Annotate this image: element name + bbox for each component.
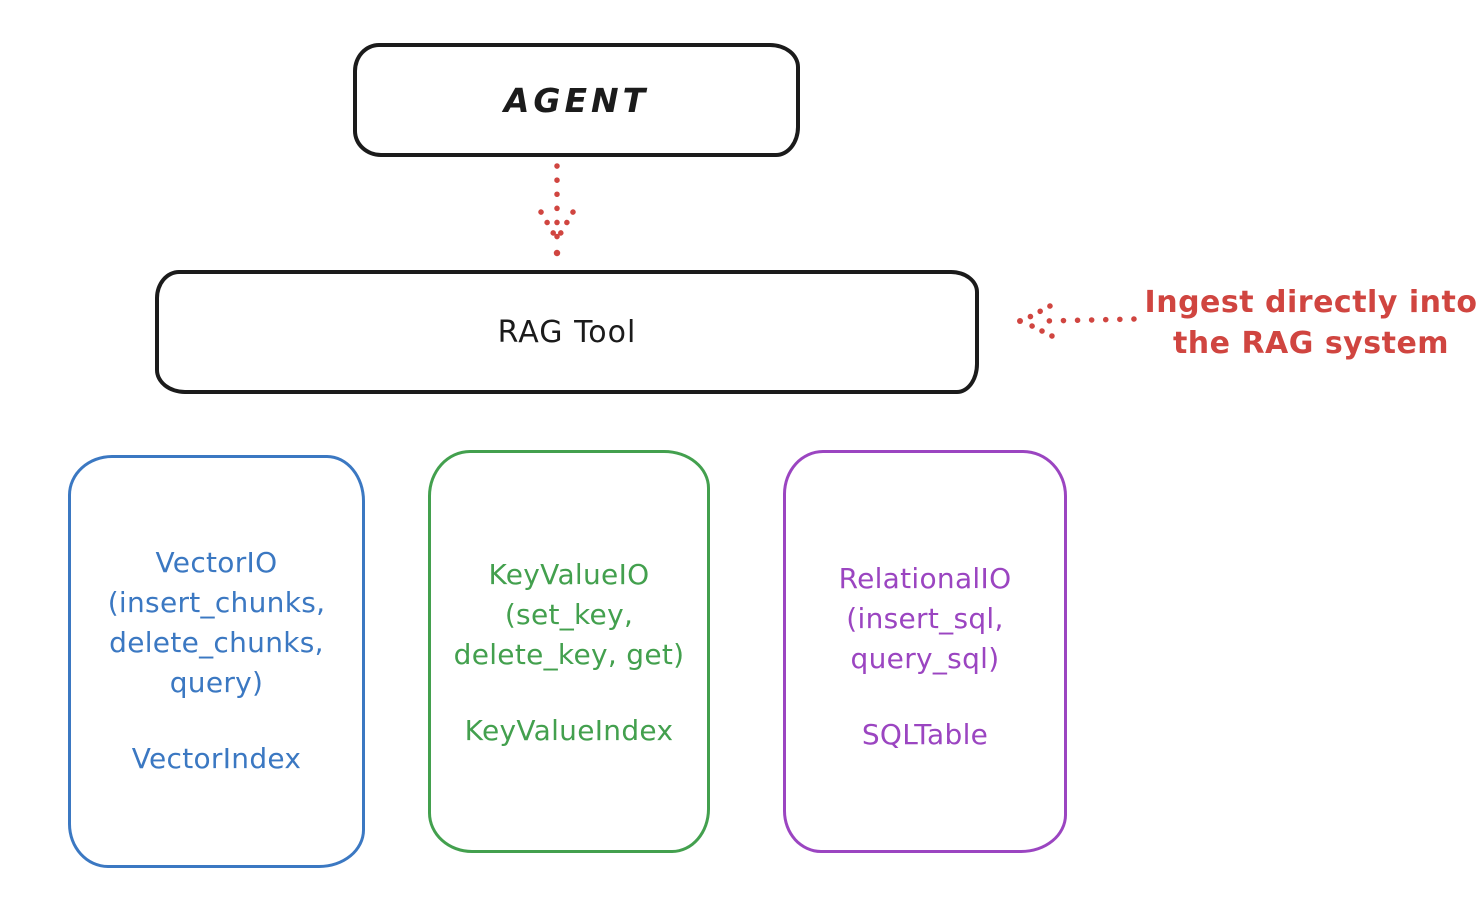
- vector-io-title-line: query): [169, 666, 264, 699]
- relational-io-card: RelationalIO (insert_sql, query_sql) SQL…: [783, 450, 1067, 853]
- ingest-annotation-line2: the RAG system: [1172, 326, 1450, 361]
- vector-io-footer: VectorIndex: [131, 742, 302, 775]
- rag-tool-label: RAG Tool: [497, 314, 637, 350]
- dotted-arrow-down-icon: [538, 163, 576, 257]
- relational-io-title-line: RelationalIO: [838, 562, 1012, 595]
- agent-label: AGENT: [503, 80, 650, 120]
- ingest-dotted-arrow-left-icon: [1017, 303, 1137, 339]
- keyvalue-io-footer: KeyValueIndex: [464, 714, 674, 747]
- vector-io-title-line: VectorIO: [155, 546, 278, 579]
- vector-io-title-line: delete_chunks,: [109, 626, 324, 659]
- ingest-annotation: Ingest directly into the RAG system: [1138, 282, 1484, 364]
- keyvalue-io-title-line: delete_key, get): [453, 638, 685, 671]
- agent-node: AGENT: [353, 43, 800, 157]
- keyvalue-io-card: KeyValueIO (set_key, delete_key, get) Ke…: [428, 450, 710, 853]
- keyvalue-io-title-line: KeyValueIO: [488, 558, 650, 591]
- keyvalue-io-title-line: (set_key,: [504, 598, 634, 631]
- relational-io-title-line: (insert_sql,: [846, 602, 1004, 635]
- relational-io-footer: SQLTable: [861, 718, 989, 751]
- vector-io-card: VectorIO (insert_chunks, delete_chunks, …: [68, 455, 365, 868]
- relational-io-title-line: query_sql): [850, 642, 1000, 675]
- ingest-annotation-line1: Ingest directly into: [1144, 285, 1478, 320]
- vector-io-title-line: (insert_chunks,: [107, 586, 326, 619]
- rag-tool-node: RAG Tool: [155, 270, 979, 394]
